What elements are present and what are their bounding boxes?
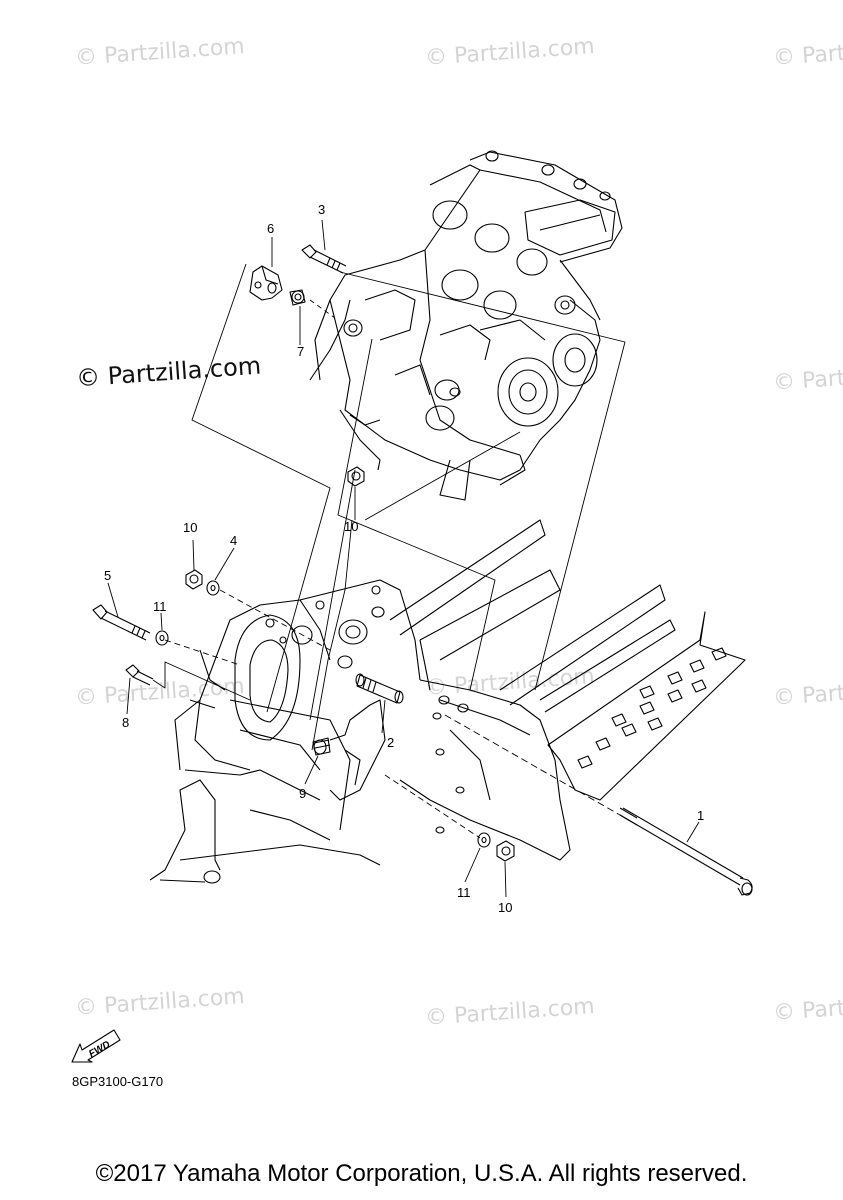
frame-chassis <box>149 519 746 884</box>
alignment-lines <box>152 263 626 839</box>
leader-lines <box>107 219 700 898</box>
part-7-spacer <box>289 289 306 306</box>
engine-assembly <box>309 150 623 501</box>
part-10-nut-left <box>185 569 203 590</box>
callout-8: 8 <box>122 715 130 730</box>
running-board-holes <box>577 647 727 769</box>
part-5-bolt <box>92 604 151 641</box>
callout-3: 3 <box>318 202 326 217</box>
part-2-collar <box>355 673 404 704</box>
part-11-washer-left <box>155 630 169 646</box>
part-10-nut-bottom <box>496 840 515 862</box>
callout-7: 7 <box>297 344 305 359</box>
part-1-long-bolt <box>619 807 753 896</box>
callout-10-left: 10 <box>183 520 198 535</box>
callout-11-bottom: 11 <box>457 885 471 900</box>
callout-10-top: 10 <box>344 519 359 534</box>
part-10-nut-top <box>347 466 365 487</box>
copyright-footer: ©2017 Yamaha Motor Corporation, U.S.A. A… <box>95 1160 748 1187</box>
fwd-label: FWD <box>87 1039 112 1060</box>
part-11-washer-bottom <box>477 832 491 848</box>
part-9-stud <box>312 737 331 756</box>
callout-9: 9 <box>299 786 307 801</box>
callout-10-bottom: 10 <box>498 900 513 915</box>
callout-6: 6 <box>267 221 275 236</box>
callout-5: 5 <box>104 568 112 583</box>
callout-2: 2 <box>387 735 395 750</box>
part-8-bolt <box>125 664 154 686</box>
part-6-bracket <box>249 265 283 301</box>
callout-1: 1 <box>697 808 705 823</box>
callout-4: 4 <box>230 533 238 548</box>
callout-11-left: 11 <box>153 599 167 614</box>
part-4-washer <box>206 580 220 596</box>
fwd-arrow-icon <box>71 1029 121 1063</box>
diagram-code: 8GP3100-G170 <box>72 1074 164 1089</box>
part-3-bolt <box>301 244 347 274</box>
